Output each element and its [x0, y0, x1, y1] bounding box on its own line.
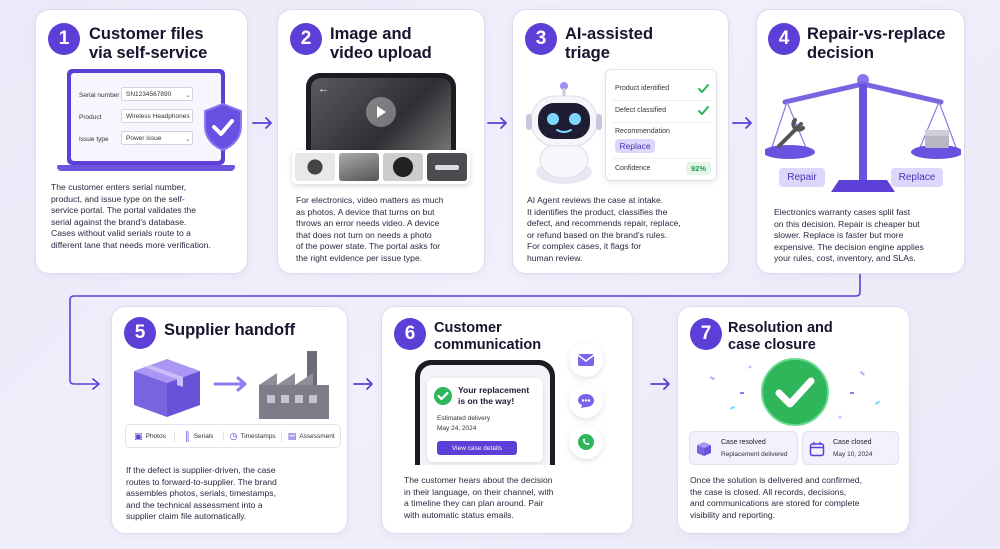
arrow-right-icon — [213, 376, 247, 392]
email-channel-icon — [569, 343, 603, 377]
thumbnail-earcup[interactable] — [383, 153, 423, 181]
success-check-icon — [761, 358, 829, 426]
barcode-icon: ║ — [184, 431, 191, 441]
balance-scale-icon — [765, 74, 961, 192]
play-button[interactable] — [366, 97, 396, 127]
arrow-right-icon — [252, 117, 272, 129]
case-closed-label: Case closed — [833, 439, 872, 446]
confidence-value: 92% — [686, 162, 711, 175]
delivery-label: Estimated delivery — [437, 415, 491, 422]
step-description: The customer enters serial number,produc… — [51, 182, 211, 250]
chat-channel-icon — [569, 384, 603, 418]
check-icon — [698, 84, 709, 93]
case-closed-value: May 10, 2024 — [833, 451, 873, 458]
step-number-badge: 6 — [394, 318, 426, 350]
arrow-right-icon — [650, 378, 670, 390]
delivery-date: May 24, 2024 — [437, 425, 477, 432]
repair-label: Repair — [779, 168, 825, 187]
serial-number-field[interactable]: SN1234567890⌄ — [121, 87, 193, 101]
image-icon: ▣ — [134, 430, 143, 441]
step-number-badge: 7 — [690, 318, 722, 350]
case-resolved-value: Replacement delivered — [721, 451, 788, 458]
clock-icon: ◷ — [229, 430, 238, 441]
case-resolved-card: Case resolved Replacement delivered — [689, 431, 798, 465]
evidence-chip-bar: ▣Photos ║Serials ◷Timestamps ▤Assessment — [125, 424, 341, 448]
step-card-5: 5 Supplier handoff ▣Photos ║Serials ◷Tim… — [111, 306, 348, 534]
serial-number-label: Serial number — [79, 92, 120, 99]
step-number-badge: 1 — [48, 23, 80, 55]
product-field[interactable]: Wireless Headphones — [121, 109, 193, 123]
issue-type-label: Issue type — [79, 136, 109, 143]
whatsapp-channel-icon — [569, 425, 603, 459]
issue-type-select[interactable]: Power issue⌄ — [121, 131, 193, 145]
whatsapp-icon — [578, 434, 594, 450]
confetti-decoration — [709, 365, 881, 419]
thumbnail-strip — [292, 150, 470, 184]
factory-icon — [259, 351, 329, 419]
case-closed-card: Case closed May 10, 2024 — [802, 431, 899, 465]
recommendation-label: Recommendation — [615, 128, 670, 135]
back-arrow-icon[interactable]: ← — [318, 83, 329, 95]
confidence-label: Confidence — [615, 165, 651, 172]
chip-photos: ▣Photos — [126, 430, 175, 442]
check-icon — [698, 106, 709, 115]
robot-icon — [526, 82, 602, 184]
step-number-badge: 4 — [768, 23, 800, 55]
step-description: Once the solution is delivered and confi… — [690, 475, 862, 520]
box-icon — [697, 442, 711, 456]
step-number-badge: 3 — [525, 23, 557, 55]
shield-check-icon — [204, 102, 242, 152]
step-description: AI Agent reviews the case at intake.It i… — [527, 195, 681, 263]
defect-classified-label: Defect classified — [615, 107, 666, 114]
thumbnail-headphones[interactable] — [295, 153, 335, 181]
step-number-badge: 5 — [124, 317, 156, 349]
triage-panel: Product identified Defect classified Rec… — [605, 69, 717, 181]
check-circle-icon — [434, 387, 452, 405]
thumbnail-person[interactable] — [339, 153, 379, 181]
package-box-icon — [134, 359, 200, 417]
chip-assessment: ▤Assessment — [287, 430, 335, 441]
arrow-right-icon — [732, 117, 752, 129]
phone-illustration: ← — [306, 73, 456, 153]
thumbnail-cable[interactable] — [427, 153, 467, 181]
arrow-right-icon — [487, 117, 507, 129]
product-label: Product — [79, 114, 102, 121]
recommendation-value: Replace — [615, 139, 655, 153]
replace-label: Replace — [891, 168, 943, 187]
chip-timestamps: ◷Timestamps — [224, 430, 283, 442]
chip-serials: ║Serials — [175, 431, 224, 441]
mail-icon — [577, 354, 595, 366]
arrow-right-icon — [353, 378, 373, 390]
document-icon: ▤ — [287, 430, 297, 441]
play-icon — [377, 106, 386, 118]
view-case-details-button[interactable]: View case details — [437, 441, 517, 455]
laptop-illustration: Serial number SN1234567890⌄ Product Wire… — [57, 69, 242, 175]
calendar-icon — [809, 442, 825, 457]
step-description: If the defect is supplier-driven, the ca… — [126, 465, 277, 522]
case-resolved-label: Case resolved — [721, 439, 766, 446]
step-number-badge: 2 — [290, 23, 322, 55]
step-title: Supplier handoff — [164, 321, 296, 339]
chat-bubble-icon — [578, 394, 594, 408]
product-identified-label: Product identified — [615, 85, 670, 92]
